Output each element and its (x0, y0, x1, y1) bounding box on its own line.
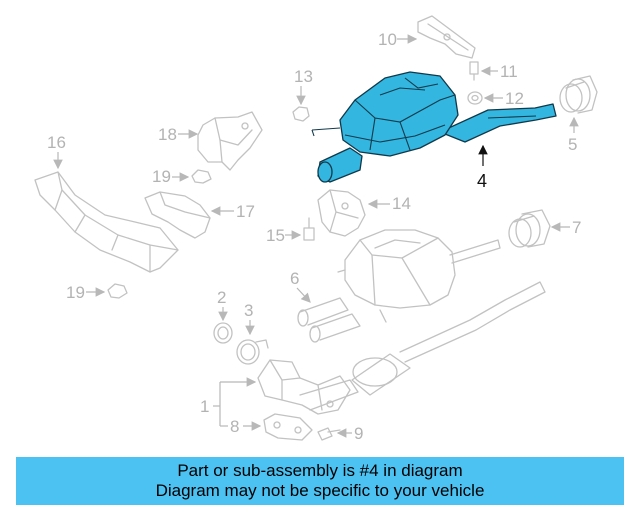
callout-19a: 19 (152, 167, 171, 186)
gasket-part-8[interactable] (263, 413, 313, 441)
tailpipe-part-6[interactable] (297, 297, 361, 343)
callout-9: 9 (354, 424, 363, 443)
leader-6 (296, 287, 311, 303)
callout-17: 17 (236, 202, 255, 221)
callout-12: 12 (505, 89, 524, 108)
bracket-part-10[interactable] (417, 15, 476, 59)
callout-11: 11 (500, 62, 518, 81)
callout-10: 10 (378, 30, 397, 49)
bracket-part-14[interactable] (317, 189, 366, 237)
callout-14: 14 (392, 194, 411, 213)
callout-2: 2 (217, 288, 226, 307)
callout-7: 7 (572, 218, 581, 237)
callout-13: 13 (294, 67, 313, 86)
gasket-part-2[interactable] (213, 322, 233, 344)
callout-19b: 19 (66, 283, 85, 302)
ring-part-19b[interactable] (107, 283, 128, 299)
bolt-part-15[interactable] (303, 217, 315, 241)
info-banner: Part or sub-assembly is #4 in diagram Di… (16, 457, 624, 505)
callout-1: 1 (200, 397, 209, 416)
grommet-part-13[interactable] (292, 106, 310, 122)
exhaust-parts-diagram: 10 11 12 13 5 18 19 16 (34, 15, 598, 443)
callout-6: 6 (290, 269, 299, 288)
callout-3: 3 (244, 301, 253, 320)
sensor-part-9[interactable] (317, 427, 341, 441)
rear-muffler-alt (337, 229, 501, 323)
banner-line-2: Diagram may not be specific to your vehi… (155, 481, 485, 500)
callout-15: 15 (266, 226, 285, 245)
shield-part-17[interactable] (144, 191, 211, 239)
hanger-part-18[interactable] (197, 111, 263, 171)
clamp-part-3[interactable] (236, 339, 269, 365)
nut-part-12[interactable] (467, 91, 483, 105)
callout-18: 18 (158, 125, 177, 144)
callout-8: 8 (230, 417, 239, 436)
callout-4: 4 (477, 171, 487, 191)
bolt-part-11[interactable] (469, 61, 479, 81)
clamp-part-7[interactable] (508, 209, 551, 248)
muffler-part-4[interactable] (311, 71, 557, 183)
front-pipe-ghost (299, 281, 546, 411)
heat-shield-part-16[interactable] (34, 171, 179, 273)
banner-line-1: Part or sub-assembly is #4 in diagram (177, 461, 463, 480)
callout-5: 5 (568, 135, 577, 154)
clamp-part-5[interactable] (559, 75, 598, 114)
leader-1 (213, 377, 257, 427)
callout-16: 16 (47, 133, 66, 152)
ring-part-19a[interactable] (191, 169, 212, 184)
catalytic-converter-part-1[interactable] (257, 359, 351, 415)
